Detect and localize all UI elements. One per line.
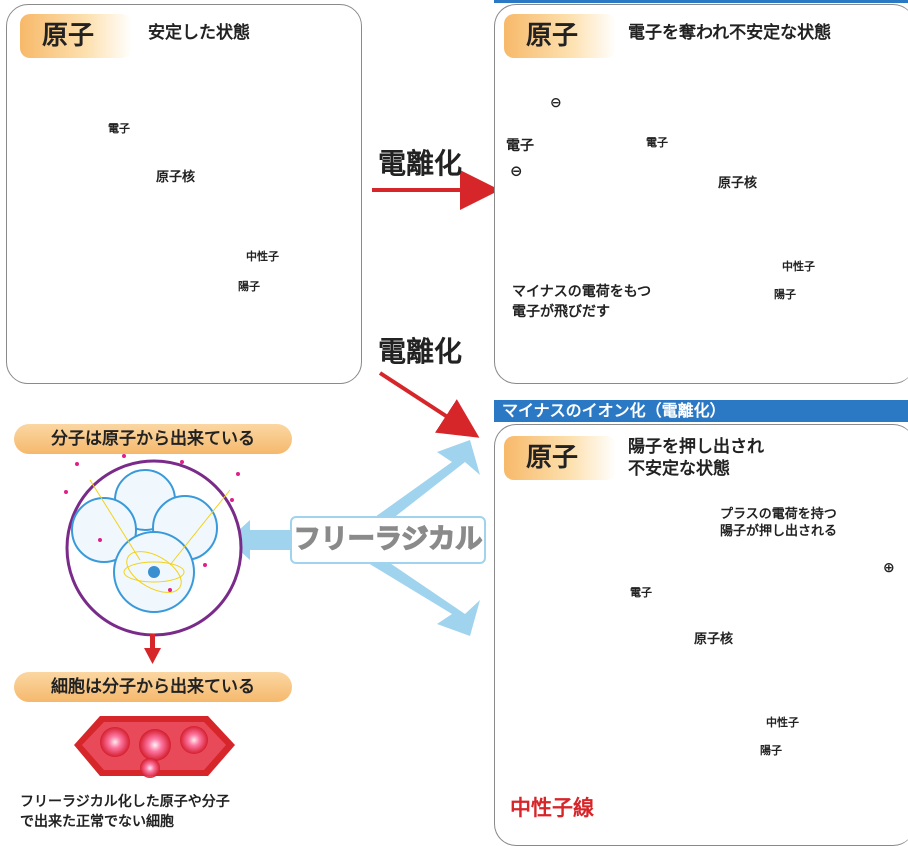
molecule-illustration (64, 454, 243, 637)
caption-proton-ejected: プラスの電荷を持つ 陽子が押し出される (720, 506, 837, 540)
panel-stable-tag: 原子 (20, 14, 132, 58)
ionize-arrow-mid (378, 371, 480, 438)
caption-electron-ejected: マイナスの電荷をもつ 電子が飛びだす (512, 282, 651, 322)
panel-ionized-tag: 原子 (504, 14, 616, 58)
label-electron: 電子 (630, 586, 652, 599)
label-neutron-beam: 中性子線 (510, 796, 594, 820)
ionize-label-top: 電離化 (378, 147, 463, 180)
plus-sign: ⊕ (883, 560, 895, 576)
panel-ionized-title: 電子を奪われ不安定な状態 (628, 23, 832, 43)
molecule-label: 分子は原子から出来ている (14, 424, 292, 454)
abnormal-cell-illustration (74, 716, 235, 778)
caption-line1: マイナスの電荷をもつ (512, 284, 652, 300)
label-electron: 電子 (108, 122, 130, 135)
label-neutron: 中性子 (246, 250, 279, 263)
minus-sign-2: ⊖ (510, 162, 523, 180)
free-radical-label: フリーラジカル (290, 516, 486, 564)
label-electron: 電子 (646, 136, 668, 149)
caption-line2: 電子が飛びだす (512, 304, 610, 320)
panel-proton-title-line1: 陽子を押し出され (628, 437, 764, 457)
label-nucleus: 原子核 (718, 176, 758, 191)
panel-ionized-topbar (494, 0, 908, 3)
caption-line1: プラスの電荷を持つ (720, 507, 837, 522)
panel-proton-tag: 原子 (504, 436, 616, 480)
caption-line2: で出来た正常でない細胞 (20, 814, 174, 830)
panel-ionized-atom (494, 4, 908, 384)
down-arrow (144, 634, 161, 664)
label-proton: 陽子 (774, 288, 796, 301)
cell-label: 細胞は分子から出来ている (14, 672, 292, 702)
label-nucleus: 原子核 (156, 170, 196, 185)
radical-arrows (228, 440, 480, 636)
panel-proton-title: 陽子を押し出され 不安定な状態 (628, 436, 764, 480)
label-neutron: 中性子 (766, 716, 799, 729)
abnormal-cell-caption: フリーラジカル化した原子や分子 で出来た正常でない細胞 (20, 792, 230, 832)
label-proton: 陽子 (238, 280, 260, 293)
panel-stable-atom (6, 4, 362, 384)
ionize-label-mid: 電離化 (378, 335, 463, 368)
panel-proton-atom (494, 424, 908, 846)
minus-sign-1: ⊖ (550, 95, 562, 111)
panel-proton-bar: マイナスのイオン化（電離化） (494, 400, 908, 422)
label-nucleus: 原子核 (694, 632, 734, 647)
caption-line2: 陽子が押し出される (720, 524, 838, 539)
panel-stable-title: 安定した状態 (148, 23, 250, 43)
caption-line1: フリーラジカル化した原子や分子 (20, 794, 230, 810)
label-proton: 陽子 (760, 744, 782, 757)
label-neutron: 中性子 (782, 260, 815, 273)
label-electron-out: 電子 (506, 138, 534, 154)
panel-proton-title-line2: 不安定な状態 (628, 459, 730, 479)
